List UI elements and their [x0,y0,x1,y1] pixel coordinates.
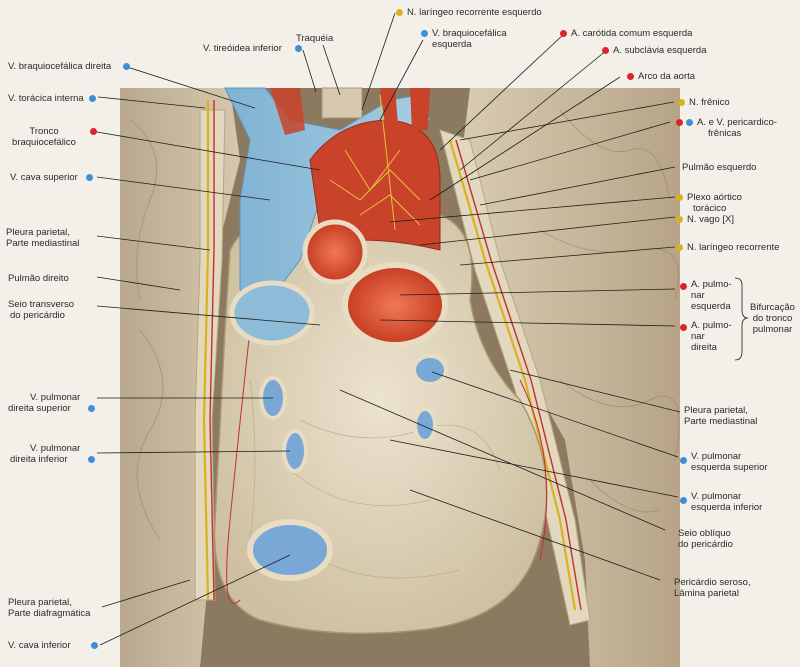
label-v-braquiocef-dir: V. braquiocefálica direita [8,61,112,72]
label-v-pulm-esq-inf-2: esquerda inferior [691,502,763,513]
vein-marker [88,456,95,463]
nerve-marker [678,99,685,106]
label-v-cava-sup: V. cava superior [10,172,78,183]
label-arco-aorta: Arco da aorta [638,71,696,82]
artery-marker [680,283,687,290]
label-traqueia: Traquéia [296,33,334,44]
label-a-subclavia: A. subclávia esquerda [613,45,707,56]
label-pleura-diaf-2: Parte diafragmática [8,608,91,619]
label-v-pulm-esq-inf-1: V. pulmonar [691,491,742,502]
label-pleura-med-2: Parte mediastinal [6,238,80,249]
label-seio-transv-2: do pericárdio [10,310,65,321]
label-seio-obl-1: Seio oblíquo [678,528,731,539]
vein-marker [88,405,95,412]
label-pericardio-1: Pericárdio seroso, [674,577,751,588]
label-seio-obl-2: do pericárdio [678,539,733,550]
label-v-pulm-esq-sup-2: esquerda superior [691,462,768,473]
nerve-marker [396,9,403,16]
label-a-pulm-esq-1: A. pulmo- [691,279,732,290]
label-a-pulm-dir-3: direita [691,342,717,353]
svc-opening [229,280,315,346]
label-v-toracica-int: V. torácica interna [8,93,84,104]
label-pleura-med-1: Pleura parietal, [6,227,70,238]
label-a-v-pericardico-2: frênicas [708,128,742,139]
left-lung-shape [460,88,680,667]
label-a-pulm-dir-1: A. pulmo- [691,320,732,331]
label-v-cava-inf: V. cava inferior [8,640,71,651]
aorta-opening [302,219,368,285]
label-v-pulm-esq-sup-1: V. pulmonar [691,451,742,462]
vein-marker [91,642,98,649]
artery-marker [90,128,97,135]
label-a-pulm-esq-3: esquerda [691,301,731,312]
pulmonary-trunk-opening [342,262,448,348]
nerve-marker [676,244,683,251]
vein-marker [680,457,687,464]
artery-marker [602,47,609,54]
label-bifurc-2: do tronco [752,313,793,324]
ivc-opening [247,519,333,581]
label-seio-transv-1: Seio transverso [8,299,75,310]
label-v-pulm-dir-sup-2: direita superior [8,403,71,414]
artery-marker [676,119,683,126]
label-pleura-med-r-2: Parte mediastinal [684,416,758,427]
label-v-pulm-dir-inf-1: V. pulmonar [30,443,81,454]
artery-marker [627,73,634,80]
label-bifurc-1: Bifurcação [750,302,795,313]
label-v-tireoidea-inf: V. tireóidea inferior [203,43,282,54]
label-a-carotida: A. carótida comum esquerda [571,28,693,39]
nerve-marker [676,194,683,201]
label-pleura-diaf-1: Pleura parietal, [8,597,72,608]
label-tronco-1: Tronco [29,126,59,137]
label-pulmao-esq: Pulmão esquerdo [682,162,757,173]
vein-marker [686,119,693,126]
artery-marker [560,30,567,37]
label-n-frenico: N. frênico [689,97,730,108]
label-v-braquiocef-esq-2: esquerda [432,39,472,50]
vein-marker [86,174,93,181]
label-n-laringeo-rec: N. laríngeo recorrente [687,242,780,253]
label-plexo-2: torácico [693,203,727,214]
nerve-marker [676,216,683,223]
label-plexo-1: Plexo aórtico [687,192,742,203]
vein-marker [680,497,687,504]
vein-marker [295,45,302,52]
label-a-pulm-esq-2: nar [691,290,705,301]
label-bifurc-3: pulmonar [752,324,793,335]
vein-marker [421,30,428,37]
label-v-pulm-dir-inf-2: direita inferior [10,454,68,465]
label-pleura-med-r-1: Pleura parietal, [684,405,748,416]
left-inf-pulm-vein [413,407,437,443]
artery-marker [680,324,687,331]
label-n-vago: N. vago [X] [687,214,734,225]
left-sup-pulm-vein [412,354,448,386]
vein-marker [123,63,130,70]
pleura-band-right [194,109,226,601]
vein-marker [89,95,96,102]
label-v-braquiocef-esq-1: V. braquiocefálica [432,28,507,39]
label-tronco-2: braquiocefálico [12,137,76,148]
label-pericardio-2: Lâmina parietal [674,588,739,599]
label-pulmao-dir: Pulmão direito [8,273,69,284]
trachea-shape [321,87,363,119]
label-a-v-pericardico-1: A. e V. pericardico- [697,117,777,128]
label-v-pulm-dir-sup-1: V. pulmonar [30,392,81,403]
label-n-laringeo-rec-esq: N. laríngeo recorrente esquerdo [407,7,542,18]
label-a-pulm-dir-2: nar [691,331,705,342]
